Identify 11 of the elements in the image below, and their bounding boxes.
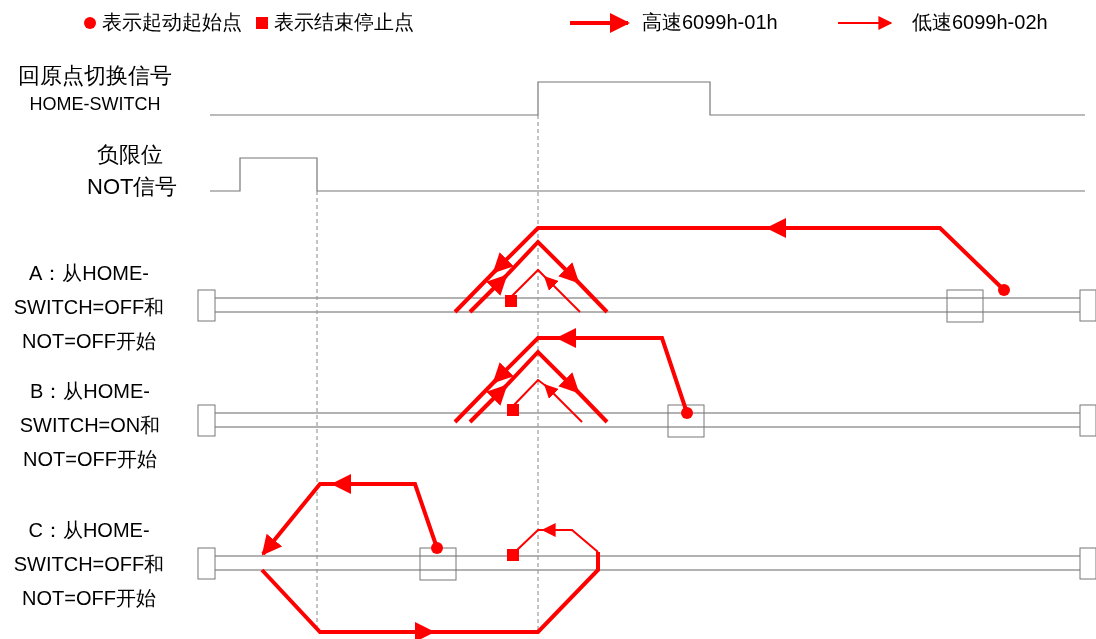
signal-label: 回原点切换信号 [18, 63, 172, 90]
signal-label: HOME-SWITCH [29, 94, 161, 116]
legend-text: 低速6099h-02h [912, 10, 1048, 34]
case-label: C：从HOME-SWITCH=OFF和NOT=OFF开始 [12, 518, 166, 611]
legend-text: 表示起动起始点 [102, 10, 242, 34]
signal-label: NOT信号 [87, 174, 178, 201]
legend-text: 表示结束停止点 [274, 10, 414, 34]
legend-text: 高速6099h-01h [642, 10, 778, 34]
case-label: A：从HOME-SWITCH=OFF和NOT=OFF开始 [12, 261, 166, 354]
case-label: B：从HOME-SWITCH=ON和NOT=OFF开始 [18, 379, 162, 472]
signal-label: 负限位 [97, 142, 163, 169]
